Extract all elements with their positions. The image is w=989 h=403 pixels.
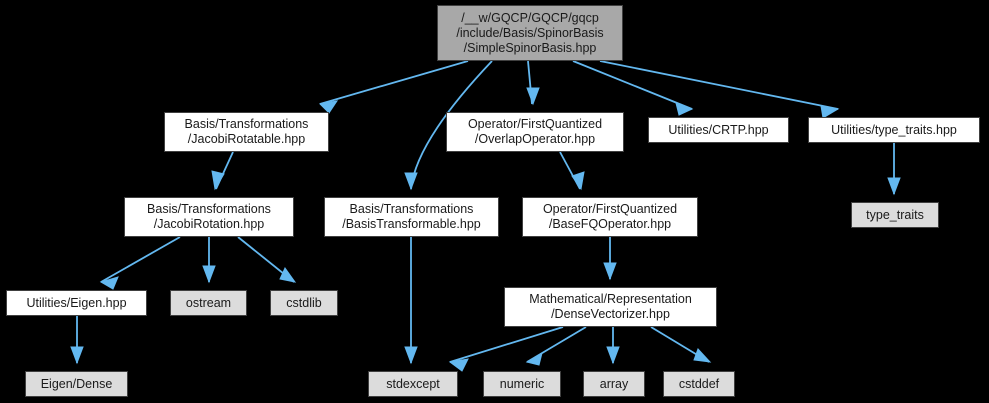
graph-edge-arrowhead-jacobirotatable-to-jacobirotation bbox=[211, 170, 225, 191]
graph-node-label: ostream bbox=[185, 295, 232, 310]
graph-node-cstddef[interactable]: cstddef bbox=[663, 371, 735, 397]
graph-node-label: Operator/FirstQuantized /OverlapOperator… bbox=[467, 117, 603, 146]
graph-node-label: Utilities/CRTP.hpp bbox=[668, 122, 769, 137]
graph-node-crtp[interactable]: Utilities/CRTP.hpp bbox=[648, 117, 789, 143]
graph-edge-arrowhead-densevectorizer-to-array bbox=[606, 346, 620, 365]
graph-edge-jacobirotation-to-eigenhpp bbox=[100, 236, 181, 283]
graph-node-overlapoperator[interactable]: Operator/FirstQuantized /OverlapOperator… bbox=[446, 112, 624, 152]
graph-node-eigendense[interactable]: Eigen/Dense bbox=[25, 371, 128, 397]
graph-node-label: Eigen/Dense bbox=[40, 376, 113, 391]
graph-edge-arrowhead-densevectorizer-to-numeric bbox=[525, 351, 543, 366]
graph-node-label: cstddef bbox=[678, 376, 720, 391]
graph-node-label: Mathematical/Representation /DenseVector… bbox=[529, 292, 692, 321]
graph-node-label: numeric bbox=[499, 376, 545, 391]
graph-node-basistransformable[interactable]: Basis/Transformations /BasisTransformabl… bbox=[324, 197, 499, 237]
graph-edge-arrowhead-typetraitshpp-to-typetraits bbox=[887, 177, 901, 196]
graph-edge-arrowhead-densevectorizer-to-cstddef bbox=[693, 348, 712, 363]
graph-edge-root-to-typetraitshpp bbox=[599, 60, 839, 110]
graph-edge-root-to-crtp bbox=[572, 60, 693, 110]
graph-node-stdexcept[interactable]: stdexcept bbox=[368, 371, 458, 397]
graph-node-label: cstdlib bbox=[286, 295, 322, 310]
graph-edge-arrowhead-jacobirotation-to-ostream bbox=[202, 265, 216, 284]
graph-node-label: Basis/Transformations /JacobiRotatable.h… bbox=[184, 117, 309, 146]
graph-edge-arrowhead-root-to-typetraitshpp bbox=[820, 105, 840, 119]
graph-node-label: Operator/FirstQuantized /BaseFQOperator.… bbox=[542, 202, 678, 231]
graph-node-cstdlib[interactable]: cstdlib bbox=[270, 290, 338, 316]
graph-node-densevectorizer[interactable]: Mathematical/Representation /DenseVector… bbox=[504, 287, 717, 327]
graph-node-label: array bbox=[599, 376, 629, 391]
graph-node-jacobirotatable[interactable]: Basis/Transformations /JacobiRotatable.h… bbox=[164, 112, 329, 152]
graph-edge-arrowhead-jacobirotation-to-cstdlib bbox=[279, 267, 297, 283]
graph-node-eigenhpp[interactable]: Utilities/Eigen.hpp bbox=[6, 290, 147, 316]
graph-node-numeric[interactable]: numeric bbox=[483, 371, 561, 397]
graph-node-typetraits[interactable]: type_traits bbox=[851, 202, 939, 228]
graph-node-typetraitshpp[interactable]: Utilities/type_traits.hpp bbox=[808, 117, 980, 143]
graph-edge-arrowhead-root-to-basistransformable bbox=[404, 172, 418, 191]
graph-node-basefqoperator[interactable]: Operator/FirstQuantized /BaseFQOperator.… bbox=[522, 197, 698, 237]
graph-node-ostream[interactable]: ostream bbox=[170, 290, 247, 316]
graph-edge-arrowhead-root-to-overlapoperator bbox=[526, 87, 540, 106]
graph-edge-arrowhead-eigenhpp-to-eigendense bbox=[70, 346, 84, 365]
graph-edge-arrowhead-overlapoperator-to-basefqoperator bbox=[571, 171, 585, 191]
graph-edge-densevectorizer-to-stdexcept bbox=[449, 326, 564, 363]
graph-node-array[interactable]: array bbox=[583, 371, 645, 397]
graph-edge-root-to-jacobirotatable bbox=[319, 60, 469, 105]
graph-edge-arrowhead-root-to-crtp bbox=[675, 102, 694, 116]
graph-node-label: Utilities/Eigen.hpp bbox=[26, 295, 127, 310]
graph-edge-arrowhead-root-to-jacobirotatable bbox=[318, 100, 339, 114]
graph-node-label: Utilities/type_traits.hpp bbox=[831, 122, 957, 137]
graph-node-label: /__w/GQCP/GQCP/gqcp /include/Basis/Spino… bbox=[456, 10, 604, 55]
graph-edge-arrowhead-basistransformable-to-stdexcept bbox=[404, 346, 418, 365]
graph-node-jacobirotation[interactable]: Basis/Transformations /JacobiRotation.hp… bbox=[124, 197, 294, 237]
graph-node-label: stdexcept bbox=[386, 376, 440, 391]
graph-node-label: Basis/Transformations /BasisTransformabl… bbox=[342, 202, 481, 231]
graph-edge-arrowhead-jacobirotation-to-eigenhpp bbox=[99, 276, 119, 290]
graph-edge-arrowhead-densevectorizer-to-stdexcept bbox=[448, 358, 469, 372]
graph-node-label: type_traits bbox=[866, 207, 924, 222]
graph-node-root[interactable]: /__w/GQCP/GQCP/gqcp /include/Basis/Spino… bbox=[437, 5, 623, 61]
graph-node-label: Basis/Transformations /JacobiRotation.hp… bbox=[147, 202, 271, 231]
graph-edge-arrowhead-basefqoperator-to-densevectorizer bbox=[603, 262, 617, 281]
